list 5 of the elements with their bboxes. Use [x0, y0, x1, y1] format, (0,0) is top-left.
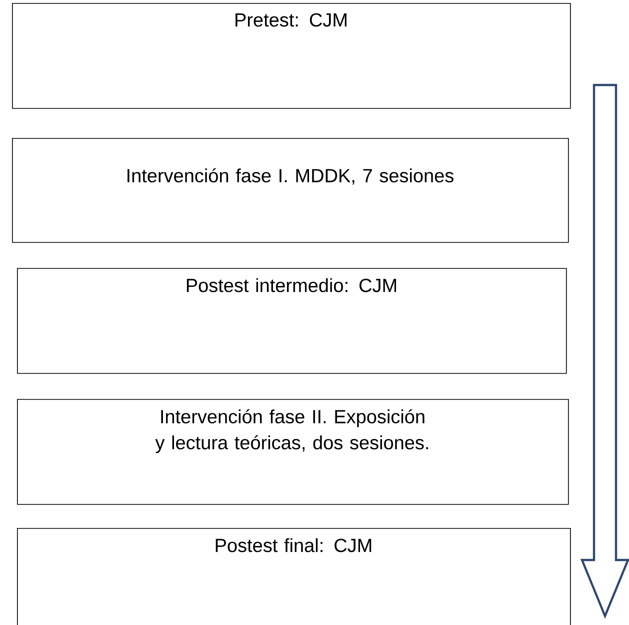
- process-box: Pretest: CJM: [12, 3, 571, 109]
- process-box: Intervención fase II. Exposición y lectura teóricas, dos sesiones.: [17, 399, 569, 505]
- process-box: Intervención fase I. MDDK, 7 sesiones: [12, 138, 569, 243]
- process-box: Postest intermedio: CJM: [17, 268, 567, 374]
- process-box: Postest final: CJM: [17, 528, 571, 625]
